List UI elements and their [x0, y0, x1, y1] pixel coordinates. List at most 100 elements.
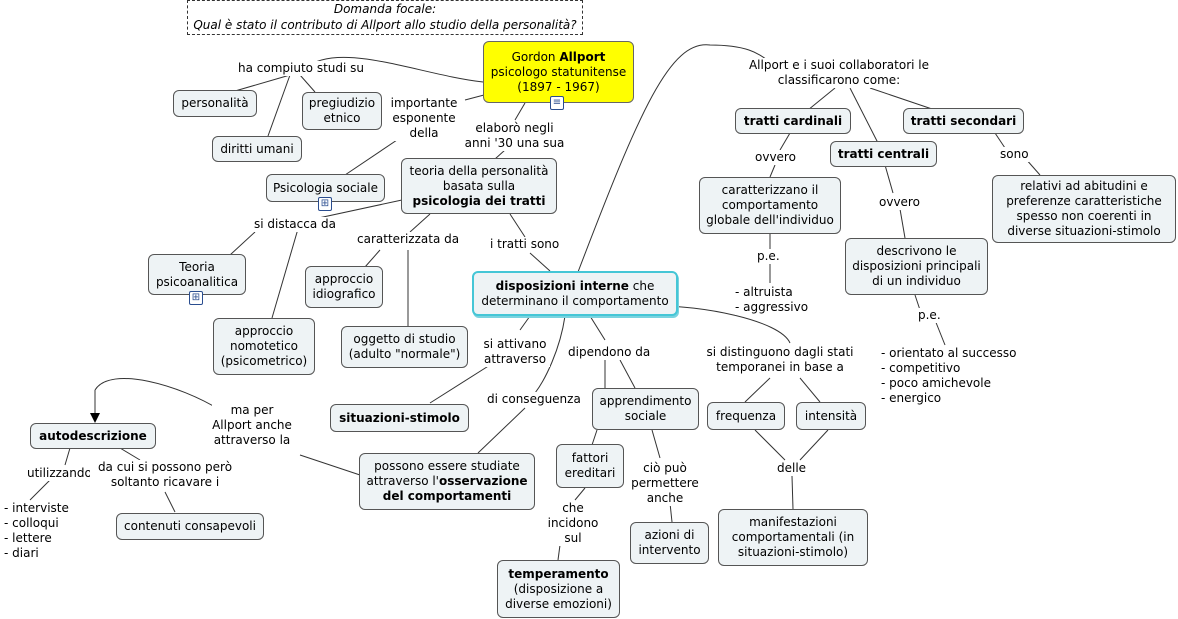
- list-item: - energico: [881, 391, 942, 405]
- label-elaboro-text: elaborò negli anni '30 una sua: [464, 121, 565, 150]
- disposizioni-bold: disposizioni interne: [495, 278, 629, 293]
- node-teoria-psico-text: Teoria psicoanalitica: [155, 259, 239, 289]
- node-caratterizzano-text: caratterizzano il comportamento globale …: [706, 183, 834, 227]
- label-delle: delle: [777, 461, 807, 476]
- label-ma-per-text: ma per Allport anche attraverso la: [212, 403, 292, 447]
- node-situazioni[interactable]: situazioni-stimolo: [330, 404, 469, 432]
- node-apprendimento[interactable]: apprendimento sociale: [592, 388, 699, 430]
- label-pe-1: p.e.: [757, 249, 780, 264]
- node-centrali-text: tratti centrali: [837, 146, 930, 161]
- node-osservazione[interactable]: possono essere studiate attraverso l'oss…: [359, 453, 535, 510]
- label-si-attivano-text: si attivano attraverso: [483, 337, 547, 366]
- node-fattori-text: fattori ereditari: [564, 451, 616, 480]
- list-item: - orientato al successo: [881, 346, 1017, 360]
- node-frequenza[interactable]: frequenza: [707, 402, 785, 430]
- label-da-cui: da cui si possono però soltanto ricavare…: [90, 460, 240, 490]
- node-secondari-text: tratti secondari: [910, 113, 1017, 128]
- teoria-pers-l1: teoria della personalità: [409, 163, 549, 178]
- node-relativi[interactable]: relativi ad abitudini e preferenze carat…: [992, 175, 1176, 243]
- node-disposizioni[interactable]: disposizioni interne che determinano il …: [472, 271, 678, 316]
- node-contenuti[interactable]: contenuti consapevoli: [116, 513, 264, 540]
- label-dipendono: dipendono da: [568, 345, 651, 360]
- node-tratti-cardinali[interactable]: tratti cardinali: [735, 108, 851, 134]
- label-si-distinguono-text: si distinguono dagli stati temporanei in…: [706, 345, 854, 374]
- allport-name-bold: Allport: [559, 49, 606, 64]
- list-item: - competitivo: [881, 361, 961, 375]
- document-icon[interactable]: ≡: [550, 96, 564, 110]
- focus-title: Domanda focale:: [333, 2, 437, 16]
- label-allport-collab-text: Allport e i suoi collaboratori le classi…: [748, 58, 930, 87]
- focus-question-box: Domanda focale: Qual è stato il contribu…: [187, 0, 583, 35]
- concept-map-icon[interactable]: ⊞: [318, 197, 332, 211]
- disposizioni-l2: determinano il comportamento: [481, 293, 669, 308]
- list-item: - lettere: [4, 531, 52, 545]
- node-frequenza-text: frequenza: [715, 408, 777, 423]
- label-cio-puo: ciò può permettere anche: [630, 461, 700, 506]
- list-altruista: - altruista - aggressivo: [735, 285, 809, 315]
- node-personalita-text: personalità: [181, 96, 249, 110]
- allport-line2: psicologo statunitense: [490, 64, 627, 79]
- node-diritti[interactable]: diritti umani: [212, 136, 302, 162]
- list-item: - diari: [4, 546, 39, 560]
- node-situazioni-text: situazioni-stimolo: [339, 410, 460, 425]
- focus-question: Qual è stato il contributo di Allport al…: [193, 17, 577, 32]
- node-teoria-personalita[interactable]: teoria della personalità basata sulla ps…: [401, 158, 557, 214]
- teoria-pers-l2: basata sulla: [442, 178, 516, 193]
- node-diritti-text: diritti umani: [220, 141, 294, 156]
- teoria-pers-bold: psicologia dei tratti: [412, 193, 546, 208]
- node-idiografico[interactable]: approccio idiografico: [305, 266, 383, 308]
- node-psicologia-sociale-text: Psicologia sociale: [273, 180, 378, 195]
- label-caratterizzata: caratterizzata da: [357, 232, 460, 247]
- list-item: - interviste: [4, 501, 69, 515]
- osservazione-l1: possono essere studiate: [374, 459, 520, 473]
- temperamento-bold: temperamento: [508, 566, 609, 581]
- node-personalita[interactable]: personalità: [173, 90, 257, 117]
- osservazione-l2: attraverso l': [366, 474, 439, 488]
- allport-name-pre: Gordon: [511, 49, 560, 64]
- disposizioni-rest: che: [628, 278, 655, 293]
- node-allport[interactable]: Gordon Allport psicologo statunitense (1…: [483, 41, 634, 103]
- node-azioni-text: azioni di intervento: [638, 528, 701, 557]
- node-pregiudizio-text: pregiudizio etnico: [308, 96, 376, 125]
- list-orientato: - orientato al successo - competitivo - …: [881, 346, 1017, 406]
- node-temperamento[interactable]: temperamento (disposizione a diverse emo…: [497, 560, 620, 618]
- label-di-conseguenza: di conseguenza: [487, 392, 581, 407]
- node-tratti-centrali[interactable]: tratti centrali: [830, 141, 937, 167]
- node-manifestazioni[interactable]: manifestazioni comportamentali (in situa…: [718, 509, 868, 566]
- node-fattori[interactable]: fattori ereditari: [556, 444, 624, 488]
- node-caratterizzano[interactable]: caratterizzano il comportamento globale …: [699, 177, 841, 234]
- label-sono: sono: [1000, 147, 1029, 162]
- label-elaboro: elaborò negli anni '30 una sua: [462, 121, 567, 151]
- list-item: - aggressivo: [735, 300, 809, 314]
- list-interviste: - interviste - colloqui - lettere - diar…: [4, 501, 69, 561]
- node-azioni[interactable]: azioni di intervento: [630, 522, 709, 564]
- link-line: [304, 56, 484, 83]
- label-si-attivano: si attivano attraverso: [480, 337, 550, 367]
- node-pregiudizio[interactable]: pregiudizio etnico: [302, 92, 382, 130]
- node-teoria-psicoanalitica[interactable]: Teoria psicoanalitica: [148, 254, 246, 295]
- label-importante: importante esponente della: [388, 96, 460, 141]
- temperamento-rest: (disposizione a diverse emozioni): [505, 581, 612, 611]
- node-apprendimento-text: apprendimento sociale: [599, 394, 692, 423]
- node-autodescrizione[interactable]: autodescrizione: [30, 423, 156, 449]
- label-che-incidono-text: che incidono sul: [547, 501, 599, 545]
- node-intensita-text: intensità: [804, 408, 858, 423]
- node-autodescrizione-text: autodescrizione: [39, 428, 147, 443]
- label-importante-text: importante esponente della: [390, 96, 458, 140]
- node-descrivono-text: descrivono le disposizioni principali di…: [852, 244, 981, 288]
- label-ha-compiuto: ha compiuto studi su: [238, 61, 365, 76]
- node-intensita[interactable]: intensità: [796, 402, 866, 430]
- label-allport-collab: Allport e i suoi collaboratori le classi…: [748, 58, 930, 88]
- node-tratti-secondari[interactable]: tratti secondari: [903, 108, 1024, 134]
- node-oggetto[interactable]: oggetto di studio (adulto "normale"): [341, 326, 468, 368]
- label-ma-per: ma per Allport anche attraverso la: [212, 403, 292, 448]
- allport-line3: (1897 - 1967): [517, 79, 600, 94]
- label-si-distinguono: si distinguono dagli stati temporanei in…: [695, 345, 865, 375]
- concept-map-icon[interactable]: ⊞: [189, 291, 203, 305]
- label-ovvero-1: ovvero: [755, 150, 796, 165]
- list-item: - poco amichevole: [881, 376, 991, 390]
- node-nomotetico[interactable]: approccio nomotetico (psicometrico): [213, 318, 315, 375]
- node-descrivono[interactable]: descrivono le disposizioni principali di…: [845, 238, 988, 295]
- node-idiografico-text: approccio idiografico: [312, 272, 376, 301]
